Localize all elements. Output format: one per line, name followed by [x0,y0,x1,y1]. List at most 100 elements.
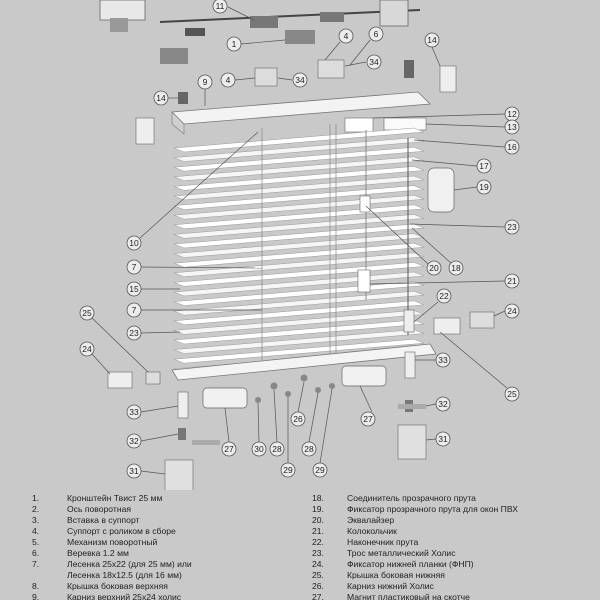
callout-29-left: 29 [280,397,296,478]
legend-item: 21.Колокольчик [312,526,592,537]
callout-27-right-label: 27 [363,414,373,424]
legend-item: 1.Кронштейн Твист 25 мм [32,493,312,504]
slat [173,223,425,249]
legend-item-number: 26. [312,581,324,591]
callout-1: 1 [226,36,286,52]
callout-28-right: 28 [301,392,319,457]
slat [173,242,425,268]
callout-15: 15 [126,281,180,297]
legend-item-number: 1. [32,493,40,503]
slat [173,166,425,191]
legend-item-text: Магнит пластиковый на скотче [347,592,470,600]
callout-32-left-label: 32 [129,436,139,446]
callout-28-left: 28 [269,389,285,457]
callout-12-label: 12 [507,109,517,119]
callout-25-right: 25 [439,331,520,402]
callout-1-label: 1 [232,39,237,49]
callout-31-left-label: 31 [129,466,139,476]
callout-24-left: 24 [79,341,111,375]
callout-31-right-label: 31 [438,434,448,444]
callout-24-right: 24 [493,303,520,319]
callout-25-right-label: 25 [507,389,517,399]
legend-item: 25.Крышка боковая нижняя [312,570,592,581]
callout-17-label: 17 [479,161,489,171]
legend-item-number: 4. [32,526,40,536]
callout-20-label: 20 [429,263,439,273]
legend-item-text: Крышка боковая верхняя [67,581,168,591]
legend-item-text: Вставка в суппорт [67,515,140,525]
callout-23-right: 23 [409,219,520,235]
callout-24-left-label: 24 [82,344,92,354]
callout-4-top: 4 [324,28,354,61]
callout-27-right: 27 [359,385,376,427]
slat [173,329,425,354]
callout-26: 26 [290,381,306,427]
legend-item-text: Лесенка 18x12.5 (для 16 мм) [67,570,182,580]
callout-34-label: 34 [295,75,305,85]
legend-item: 18. Соединитель прозрачного прута [312,493,592,504]
legend-item-number: 20. [312,515,324,525]
callout-14-left: 14 [153,90,178,106]
legend-item-number: 3. [32,515,40,525]
slat [173,127,425,153]
legend-item-number: 18. [312,493,324,503]
slat [173,338,425,364]
callout-31-right: 31 [425,431,451,447]
legend-item-number: 21. [312,526,324,536]
callout-11: 11 [212,0,255,21]
callout-12: 12 [372,106,520,122]
legend-item-text: Фиксатор прозрачного прута для окон ПВХ [347,504,518,514]
legend-item-number: 27. [312,592,324,600]
callout-7-bottom: 7 [126,302,262,318]
callout-32-left: 32 [126,433,179,449]
callout-32-right-label: 32 [438,399,448,409]
callout-6: 6 [349,26,384,66]
legend-item: 6.Веревка 1.2 мм [32,548,312,559]
callout-21-label: 21 [507,276,517,286]
callout-10: 10 [126,131,259,251]
legend-item-number: 9. [32,592,40,600]
legend-item-text: Соединитель прозрачного прута [347,493,476,503]
legend-item-text: Наконечник прута [347,537,419,547]
callout-27-left: 27 [221,407,237,457]
bottom-rail [107,167,495,490]
legend-item: 4. Суппорт с роликом в сборе [32,526,312,537]
slat [173,252,425,278]
slat [173,137,425,162]
callout-17: 17 [411,158,492,174]
legend-item: 27. Магнит пластиковый на скотче [312,592,592,600]
legend-item-text: Суппорт с роликом в сборе [67,526,176,536]
callout-32-right: 32 [425,396,451,412]
legend-item: 8. Крышка боковая верхняя [32,581,312,592]
legend-item-text: Крышка боковая нижняя [347,570,445,580]
slat [173,146,425,172]
head-rail [171,91,431,135]
callout-29-right: 29 [312,388,333,478]
callout-7-top-label: 7 [132,262,137,272]
legend-item-number: 8. [32,581,40,591]
legend-item-number: 7. [32,559,40,569]
legend-item: 22. Наконечник прута [312,537,592,548]
callout-27-left-label: 27 [224,444,234,454]
callout-22: 22 [413,288,452,323]
slat [173,310,425,335]
callout-25-left: 25 [79,305,149,373]
legend-item-number: 22. [312,537,324,547]
callout-33-left-label: 33 [129,407,139,417]
legend-item: 24.Фиксатор нижней планки (ФНП) [312,559,592,570]
slat [173,214,425,239]
legend-item-text: Ось поворотная [67,504,132,514]
legend-item-text: Карниз верхний 25x24 холис [67,592,182,600]
legend-item: 23.Трос металлический Холис [312,548,592,559]
callout-19-label: 19 [479,182,489,192]
callout-9: 9 [197,74,213,106]
callout-33-right-label: 33 [438,355,448,365]
slat [173,185,425,210]
callout-15-label: 15 [129,284,139,294]
callout-28-left-label: 28 [272,444,282,454]
slat [173,300,425,326]
slat [173,319,425,345]
